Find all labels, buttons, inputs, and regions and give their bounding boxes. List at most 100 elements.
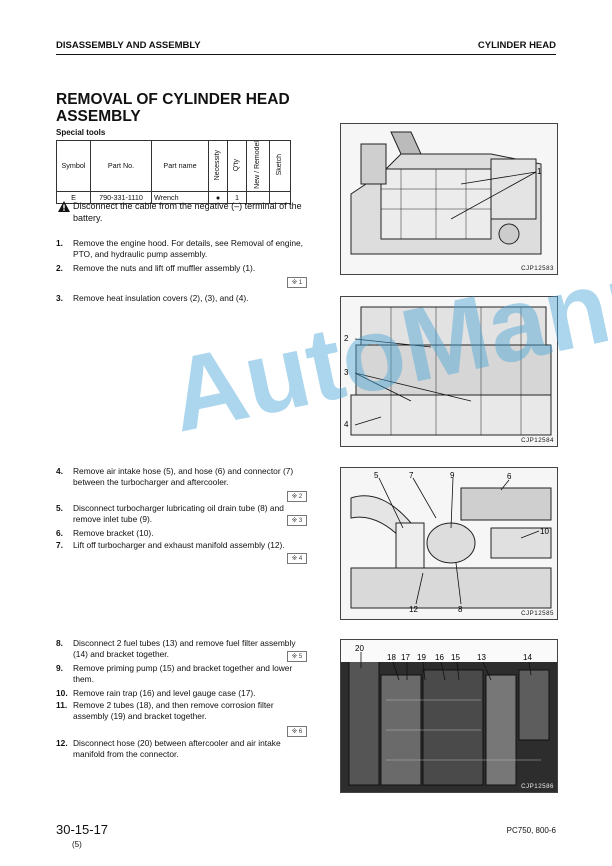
callout-label: 6 [507,472,512,481]
step-2: 2. Remove the nuts and lift off muffler a… [56,263,311,274]
col-qty: Q'ty [227,140,247,192]
callout-label: 15 [451,653,460,662]
table-row: E 790-331-1110 Wrench ● 1 [56,190,291,204]
callout-label: 13 [477,653,486,662]
step-number: 2. [56,263,63,273]
step-6: 6. Remove bracket (10). [56,528,311,539]
cell-sketch [269,190,291,204]
callout-label: 10 [540,527,549,536]
warning-icon [58,201,70,212]
step-number: 3. [56,293,63,303]
step-number: 9. [56,663,63,673]
battery-warning: Disconnect the cable from the negative (… [58,201,313,224]
col-necessity: Necessity [208,140,228,192]
figure-caption: CJP12583 [521,265,554,272]
step-number: 5. [56,503,63,513]
callout-label: 18 [387,653,396,662]
step-text: Remove 2 tubes (18), and then remove cor… [73,700,274,722]
step-12: 12. Disconnect hose (20) between aftercoo… [56,738,311,760]
cell-necessity: ● [208,190,228,204]
page-header: DISASSEMBLY AND ASSEMBLY CYLINDER HEAD [56,40,556,54]
reference-mark: ※ 4 [287,553,307,564]
header-section: DISASSEMBLY AND ASSEMBLY [56,40,201,51]
step-number: 1. [56,238,63,248]
page-number: 30-15-17 [56,822,109,837]
reference-mark: ※ 6 [287,726,307,737]
step-3: 3. Remove heat insulation covers (2), (3)… [56,293,311,304]
step-text: Remove the engine hood. For details, see… [73,238,303,260]
col-part-no: Part No. [90,140,152,192]
step-text: Disconnect 2 fuel tubes (13) and remove … [73,638,296,660]
step-number: 12. [56,738,68,748]
col-necessity-label: Necessity [214,149,221,181]
callout-label: 3 [344,368,349,377]
callout-label: 2 [344,334,349,343]
step-number: 11. [56,700,68,710]
callout-label: 8 [458,605,463,614]
step-7: 7. Lift off turbocharger and exhaust mani… [56,540,311,551]
col-sketch: Sketch [269,140,291,192]
callout-label: 5 [374,471,379,480]
step-5: 5. Disconnect turbocharger lubricating oi… [56,503,311,525]
callout-label: 16 [435,653,444,662]
reference-mark: ※ 3 [287,515,307,526]
step-text: Disconnect hose (20) between aftercooler… [73,738,281,760]
col-sketch-label: Sketch [276,154,283,176]
step-9: 9. Remove priming pump (15) and bracket t… [56,663,311,685]
col-part-name: Part name [151,140,209,192]
step-11: 11. Remove 2 tubes (18), and then remove … [56,700,311,722]
reference-mark: ※ 2 [287,491,307,502]
callout-label: 19 [417,653,426,662]
callout-label: 4 [344,420,349,429]
callout-label: 1 [537,167,542,176]
step-8: 8. Disconnect 2 fuel tubes (13) and remov… [56,638,311,660]
cell-part-no: 790-331-1110 [90,190,152,204]
step-number: 10. [56,688,68,698]
header-rule [56,54,556,55]
revision-number: (5) [72,840,82,849]
step-number: 6. [56,528,63,538]
callout-label: 20 [355,644,364,653]
step-text: Disconnect turbocharger lubricating oil … [73,503,284,525]
model-name: PC750, 800-6 [506,826,556,835]
figure-caption: CJP12584 [521,437,554,444]
step-number: 4. [56,466,63,476]
special-tools-label: Special tools [56,128,106,137]
engine-drawing-4: 20 18 17 19 16 15 13 14 [341,640,557,792]
reference-mark: ※ 5 [287,651,307,662]
cell-part-name: Wrench [151,190,209,204]
step-text: Remove priming pump (15) and bracket tog… [73,663,293,685]
step-text: Remove heat insulation covers (2), (3), … [73,293,249,303]
col-new-remodel-label: New / Remodel [254,141,261,189]
page-title: REMOVAL OF CYLINDER HEAD ASSEMBLY [56,91,290,125]
figure-fuel-filter: 20 18 17 19 16 15 13 14 CJP12586 [340,639,558,793]
callout-label: 17 [401,653,410,662]
engine-drawing-1: 1 [341,124,557,274]
header-chapter: CYLINDER HEAD [477,40,556,51]
col-qty-label: Q'ty [233,158,240,172]
step-text: Remove bracket (10). [73,528,154,538]
step-1: 1. Remove the engine hood. For details, s… [56,238,311,260]
figure-caption: CJP12586 [521,783,554,790]
callout-label: 14 [523,653,532,662]
figure-heat-insulation: 2 3 4 CJP12584 [340,296,558,447]
step-text: Remove the nuts and lift off muffler ass… [73,263,256,273]
step-text: Remove rain trap (16) and level gauge ca… [73,688,256,698]
callout-label: 12 [409,605,418,614]
special-tools-table: Symbol Part No. Part name Necessity Q'ty… [56,140,291,204]
warning-text: Disconnect the cable from the negative (… [73,201,302,223]
engine-drawing-3: 5 7 9 6 10 12 8 [341,468,557,619]
engine-drawing-2: 2 3 4 [341,297,557,446]
step-number: 7. [56,540,63,550]
table-header-row: Symbol Part No. Part name Necessity Q'ty… [56,140,291,192]
figure-muffler: 1 CJP12583 [340,123,558,275]
step-text: Lift off turbocharger and exhaust manifo… [73,540,285,550]
figure-turbocharger: 5 7 9 6 10 12 8 CJP12585 [340,467,558,620]
callout-label: 9 [450,471,455,480]
col-new-remodel: New / Remodel [246,140,270,192]
step-10: 10. Remove rain trap (16) and level gauge… [56,688,311,699]
callout-label: 7 [409,471,414,480]
step-number: 8. [56,638,63,648]
reference-mark: ※ 1 [287,277,307,288]
step-4: 4.Remove air intake hose (5), and hose (… [56,466,311,488]
